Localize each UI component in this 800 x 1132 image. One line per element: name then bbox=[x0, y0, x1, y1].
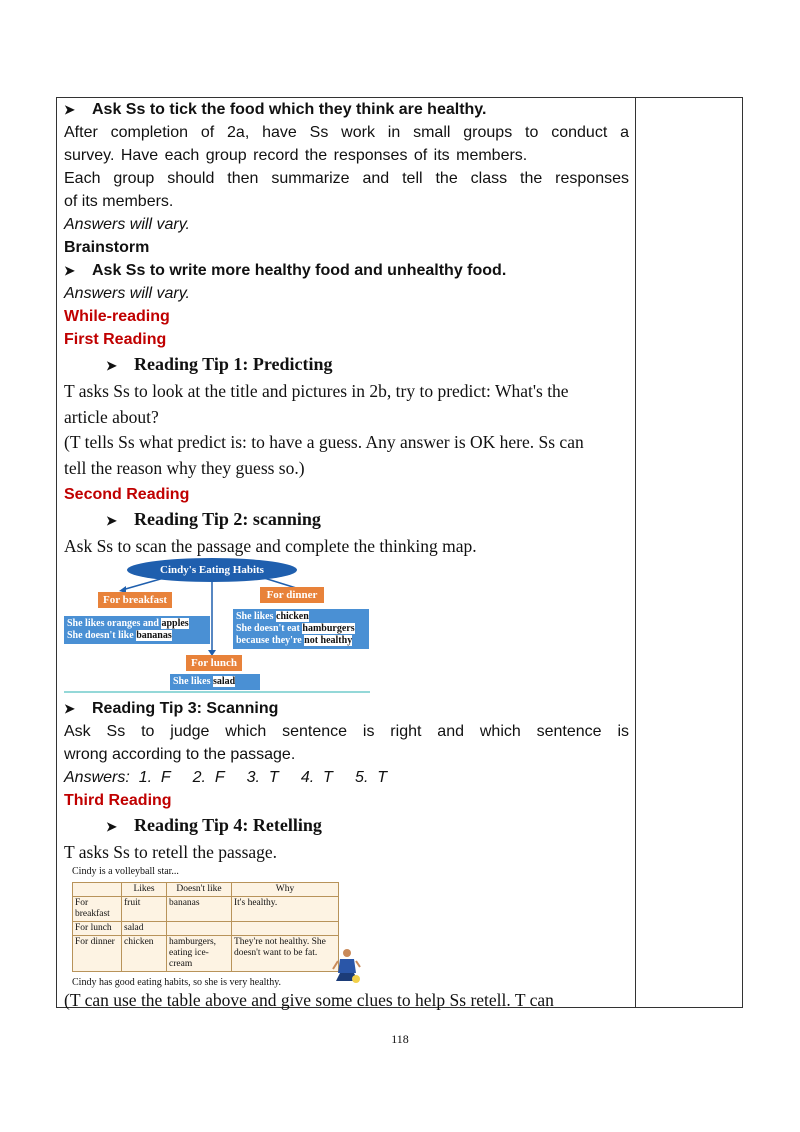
answer-blank: not healthy bbox=[304, 635, 353, 646]
table-row: For dinner chicken hamburgers, eating ic… bbox=[72, 935, 339, 972]
task-tick-food: ➤Ask Ss to tick the food which they thin… bbox=[64, 98, 629, 121]
reading-tip-1: ➤Reading Tip 1: Predicting bbox=[64, 351, 629, 379]
reading-tip-2: ➤Reading Tip 2: scanning bbox=[64, 506, 629, 534]
arrow-bullet-icon: ➤ bbox=[106, 358, 117, 373]
task-write-food: ➤Ask Ss to write more healthy food and u… bbox=[64, 259, 629, 282]
para-line: article about? bbox=[64, 406, 159, 427]
reading-tip-4: ➤Reading Tip 4: Retelling bbox=[64, 812, 629, 840]
answers-key: Answers: 1. F 2. F 3. T 4. T 5. T bbox=[64, 769, 388, 786]
breakfast-box: She likes oranges and apples She doesn't… bbox=[64, 616, 210, 644]
arrow-bullet-icon: ➤ bbox=[106, 819, 117, 834]
para-line: wrong according to the passage. bbox=[64, 746, 296, 763]
volleyball-player-icon bbox=[332, 949, 361, 983]
dinner-box: She likes chicken She doesn't eat hambur… bbox=[233, 609, 369, 649]
answer-blank: chicken bbox=[276, 611, 309, 622]
arrow-bullet-icon: ➤ bbox=[106, 513, 117, 528]
lunch-box: She likes salad bbox=[170, 674, 260, 690]
arrow-bullet-icon: ➤ bbox=[64, 263, 75, 278]
notes-column-divider bbox=[635, 97, 636, 1008]
lesson-content: ➤Ask Ss to tick the food which they thin… bbox=[64, 98, 629, 560]
answer-blank: hamburgers bbox=[302, 623, 355, 634]
reading-tip-3: ➤Reading Tip 3: Scanning bbox=[64, 697, 629, 720]
para-line: T asks Ss to look at the title and pictu… bbox=[64, 381, 569, 401]
lesson-content-end: (T can use the table above and give some… bbox=[64, 988, 629, 1014]
answer-blank: apples bbox=[161, 618, 189, 629]
retell-footer: Cindy has good eating habits, so she is … bbox=[72, 977, 282, 988]
page-number: 118 bbox=[391, 1032, 409, 1046]
para-line: Ask Ss to scan the passage and complete … bbox=[64, 536, 477, 556]
table-row: For breakfast fruit bananas It's healthy… bbox=[72, 896, 339, 922]
para-line: survey. Have each group record the respo… bbox=[64, 147, 528, 164]
lunch-tag: For lunch bbox=[186, 655, 242, 671]
second-reading-heading: Second Reading bbox=[64, 486, 190, 503]
lesson-table bbox=[56, 97, 743, 1008]
retell-table-figure: Cindy is a volleyball star... Likes Does… bbox=[72, 866, 372, 988]
retell-caption: Cindy is a volleyball star... bbox=[72, 866, 179, 877]
breakfast-tag: For breakfast bbox=[98, 592, 172, 608]
while-reading-heading: While-reading bbox=[64, 308, 170, 325]
para-line: After completion of 2a, have Ss work in … bbox=[64, 124, 629, 141]
thinking-map: Cindy's Eating Habits For breakfast For … bbox=[64, 556, 374, 696]
para-line: Each group should then summarize and tel… bbox=[64, 170, 629, 187]
para-line: (T tells Ss what predict is: to have a g… bbox=[64, 432, 584, 452]
para-line: of its members. bbox=[64, 193, 174, 210]
answer-blank: bananas bbox=[136, 630, 172, 641]
dinner-tag: For dinner bbox=[260, 587, 324, 603]
answer-blank: salad bbox=[213, 676, 236, 687]
para-line: tell the reason why they guess so.) bbox=[64, 457, 305, 478]
third-reading-heading: Third Reading bbox=[64, 792, 172, 809]
map-center-node: Cindy's Eating Habits bbox=[127, 558, 297, 582]
para-line: Ask Ss to judge which sentence is right … bbox=[64, 723, 629, 740]
para-line: (T can use the table above and give some… bbox=[64, 990, 554, 1010]
table-row: For lunch salad bbox=[72, 921, 339, 936]
answers-note: Answers will vary. bbox=[64, 216, 190, 233]
lesson-content-lower: ➤Reading Tip 3: Scanning Ask Ss to judge… bbox=[64, 697, 629, 866]
para-line: T asks Ss to retell the passage. bbox=[64, 842, 278, 862]
first-reading-heading: First Reading bbox=[64, 331, 167, 348]
retell-table: Likes Doesn't like Why For breakfast fru… bbox=[72, 882, 339, 972]
arrow-bullet-icon: ➤ bbox=[64, 102, 75, 117]
arrow-bullet-icon: ➤ bbox=[64, 701, 75, 716]
answers-note: Answers will vary. bbox=[64, 285, 190, 302]
brainstorm-heading: Brainstorm bbox=[64, 239, 150, 256]
table-header-row: Likes Doesn't like Why bbox=[72, 882, 339, 897]
